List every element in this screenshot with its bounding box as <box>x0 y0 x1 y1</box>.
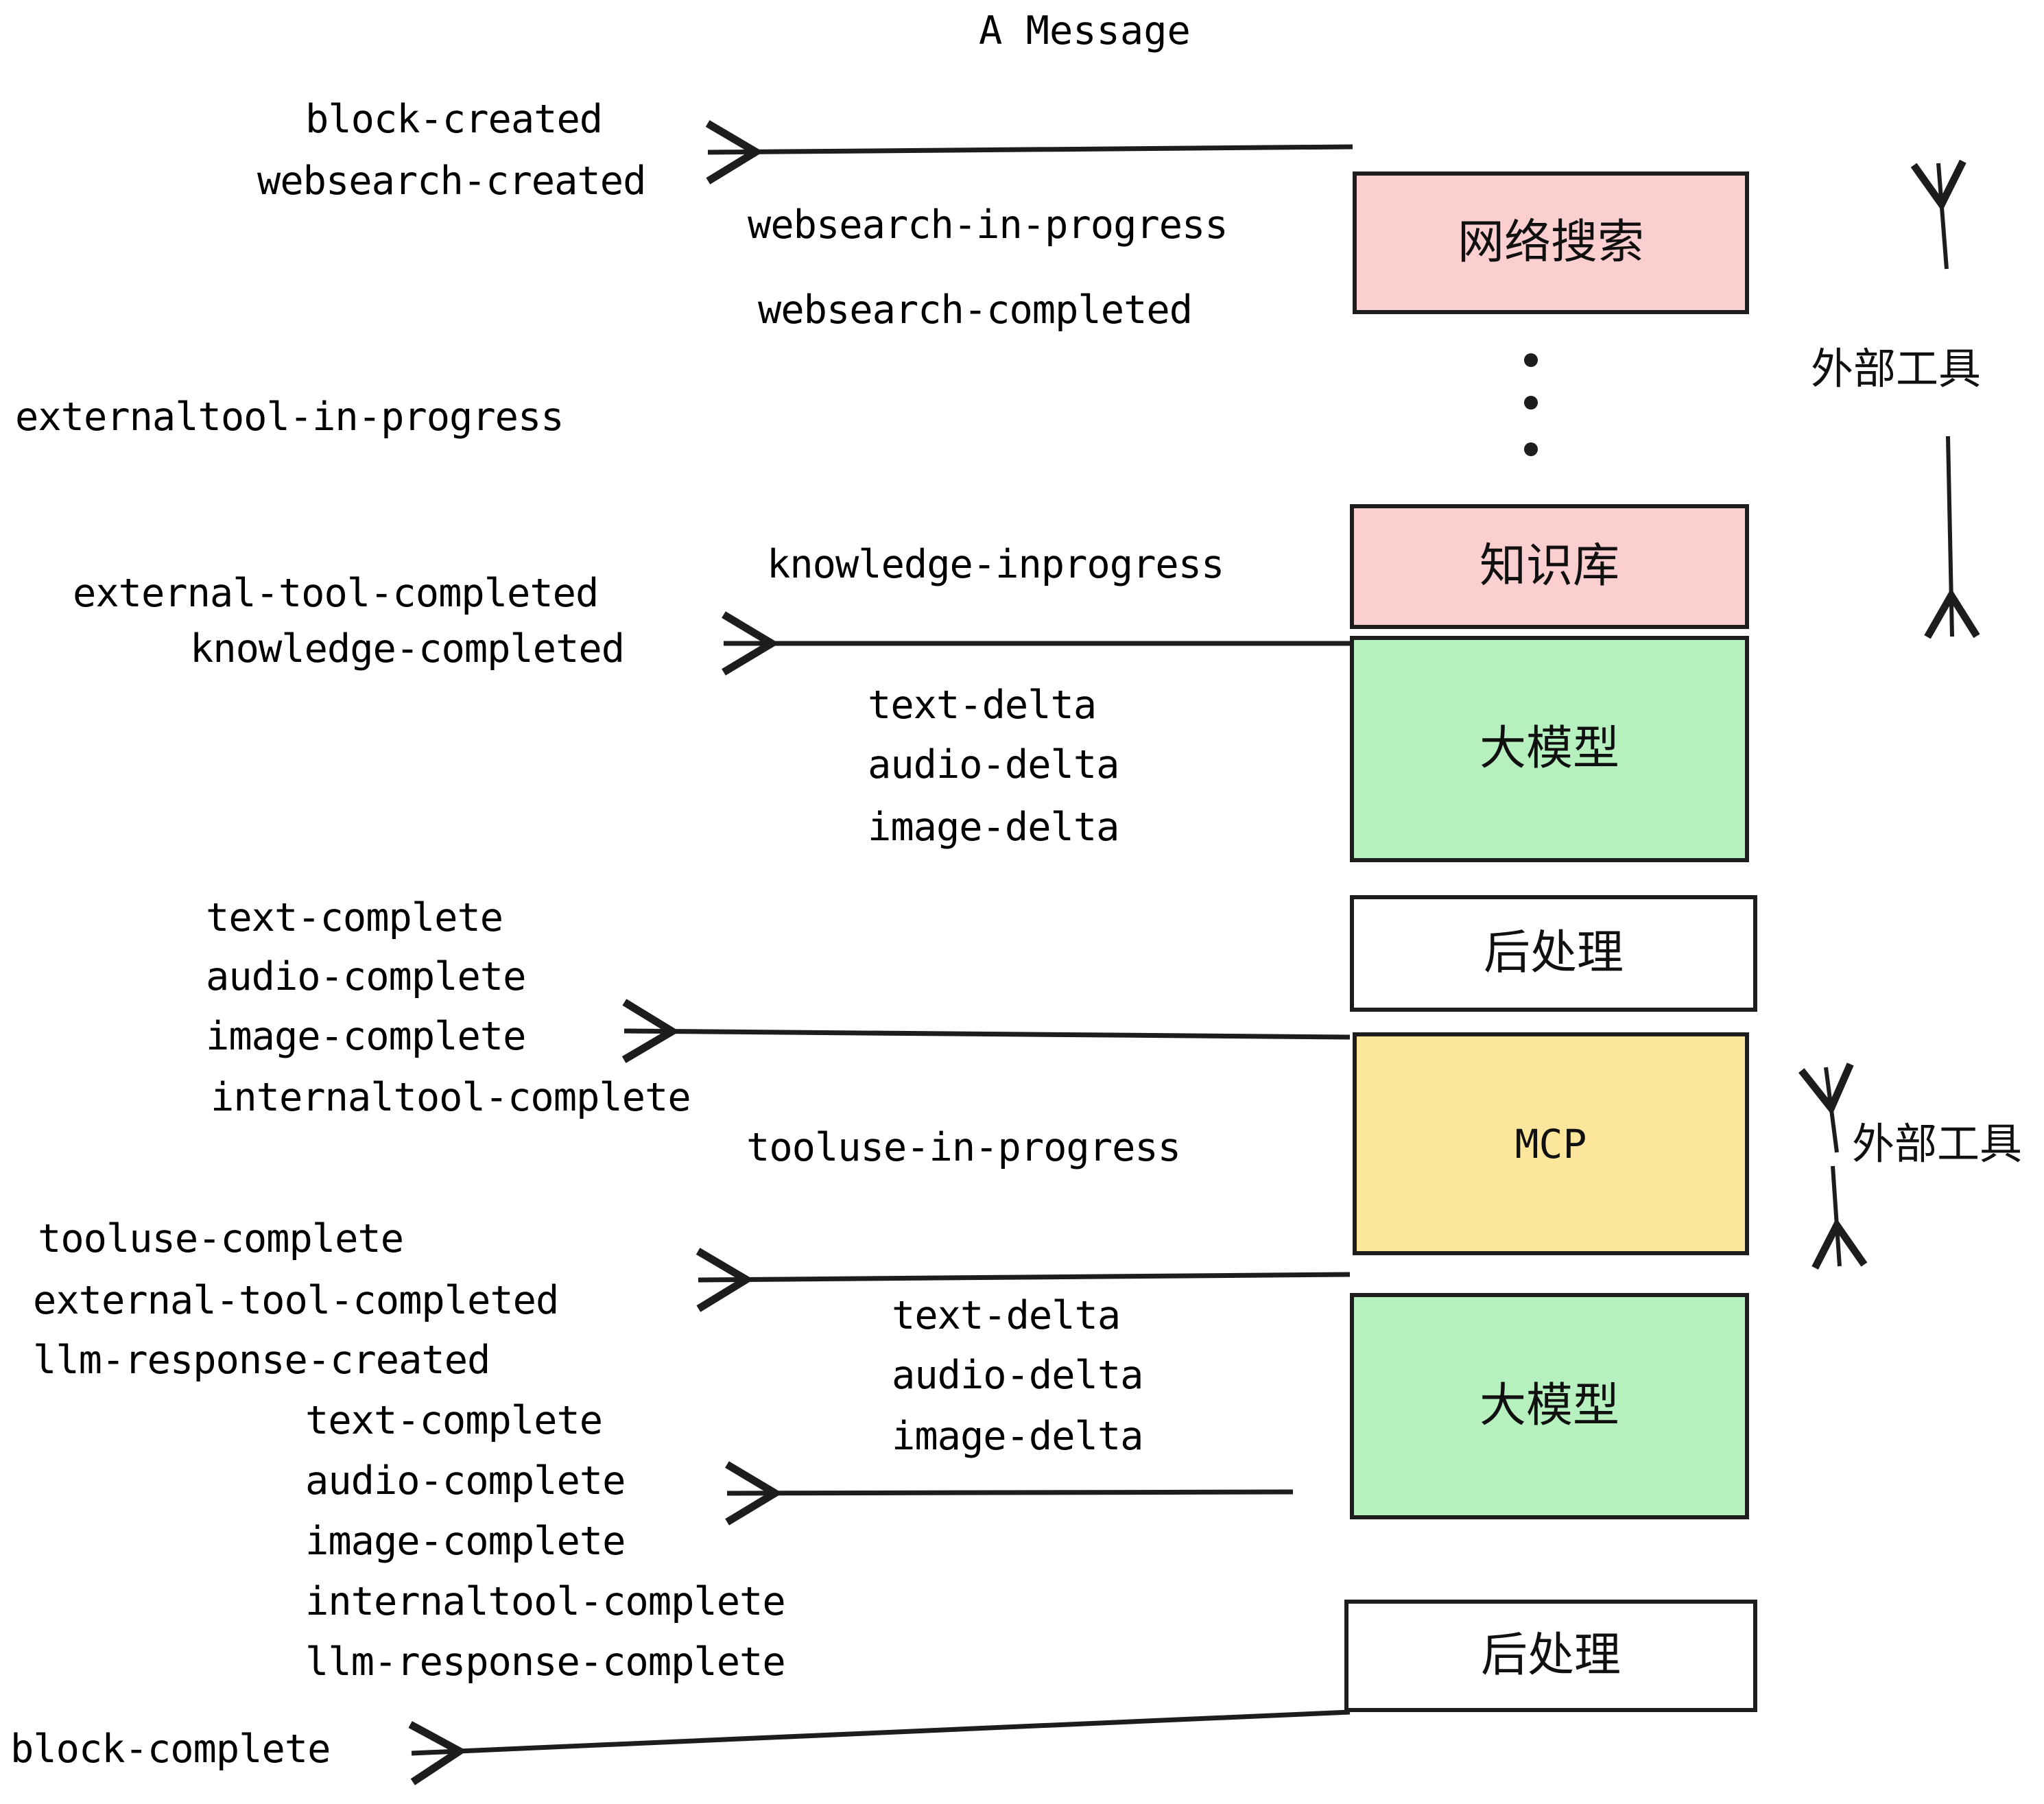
event-internaltool-complete-1: internaltool-complete <box>211 1075 691 1120</box>
arrow-image-complete <box>624 1031 1351 1037</box>
event-external-tool-completed-2: external-tool-completed <box>33 1278 559 1323</box>
event-audio-complete-1: audio-complete <box>206 954 526 999</box>
event-audio-complete-2: audio-complete <box>305 1458 626 1504</box>
event-text-delta-1: text-delta <box>868 683 1097 728</box>
arrow-tooluse-complete <box>698 1274 1351 1280</box>
page-title: A Message <box>979 8 1191 54</box>
external-tool-label-top: 外部工具 <box>1811 344 1982 394</box>
event-internaltool-complete-2: internaltool-complete <box>305 1579 786 1624</box>
event-image-complete-2: image-complete <box>305 1519 626 1564</box>
event-block-created: block-created <box>305 97 603 142</box>
event-websearch-completed: websearch-completed <box>758 287 1193 333</box>
event-llm-response-created: llm-response-created <box>33 1338 490 1383</box>
ellipsis-dot <box>1524 353 1538 367</box>
event-block-complete: block-complete <box>10 1726 331 1772</box>
external-tool-label-bottom: 外部工具 <box>1852 1119 2023 1169</box>
event-image-delta-2: image-delta <box>892 1414 1143 1459</box>
event-text-complete-1: text-complete <box>206 895 503 940</box>
event-tooluse-in-progress: tooluse-in-progress <box>746 1125 1181 1170</box>
event-image-complete-1: image-complete <box>206 1014 526 1059</box>
node-post-bottom[interactable]: 后处理 <box>1344 1600 1757 1712</box>
ellipsis-dot <box>1524 396 1538 410</box>
event-image-delta-1: image-delta <box>868 805 1119 850</box>
node-llm-bottom[interactable]: 大模型 <box>1350 1293 1749 1519</box>
node-llm-top[interactable]: 大模型 <box>1350 636 1749 862</box>
ellipsis-dot <box>1524 442 1538 456</box>
event-audio-delta-1: audio-delta <box>868 742 1119 787</box>
event-text-delta-2: text-delta <box>892 1293 1121 1338</box>
external-tool-up-arrow-top <box>1938 163 1947 270</box>
node-mcp-label: MCP <box>1514 1120 1587 1167</box>
arrow-audio-complete <box>727 1492 1294 1493</box>
event-websearch-created: websearch-created <box>257 158 646 204</box>
event-externaltool-in-progress: externaltool-in-progress <box>15 394 565 440</box>
node-knowledge[interactable]: 知识库 <box>1350 504 1749 629</box>
event-tooluse-complete: tooluse-complete <box>38 1216 404 1261</box>
node-mcp[interactable]: MCP <box>1353 1032 1749 1255</box>
event-llm-response-complete: llm-response-complete <box>305 1639 786 1685</box>
node-post-bottom-label: 后处理 <box>1480 1628 1621 1683</box>
external-tool-up-arrow-bottom <box>1826 1067 1837 1153</box>
node-knowledge-label: 知识库 <box>1479 539 1619 593</box>
node-llm-bottom-label: 大模型 <box>1479 1379 1619 1433</box>
arrow-block-created <box>708 147 1353 152</box>
event-audio-delta-2: audio-delta <box>892 1353 1143 1398</box>
event-text-complete-2: text-complete <box>305 1398 603 1443</box>
external-tool-down-arrow-top <box>1948 436 1952 637</box>
event-knowledge-completed: knowledge-completed <box>190 626 625 672</box>
node-post-top-label: 后处理 <box>1483 926 1624 980</box>
node-llm-top-label: 大模型 <box>1479 722 1619 776</box>
node-websearch-label: 网络搜索 <box>1457 215 1644 270</box>
event-knowledge-inprogress: knowledge-inprogress <box>767 542 1224 587</box>
external-tool-down-arrow-bottom <box>1833 1165 1840 1266</box>
node-websearch[interactable]: 网络搜索 <box>1353 171 1749 314</box>
arrow-block-complete <box>412 1709 1351 1753</box>
node-post-top[interactable]: 后处理 <box>1350 895 1757 1012</box>
event-external-tool-completed-1: external-tool-completed <box>73 571 599 616</box>
event-websearch-in-progress: websearch-in-progress <box>748 202 1228 248</box>
